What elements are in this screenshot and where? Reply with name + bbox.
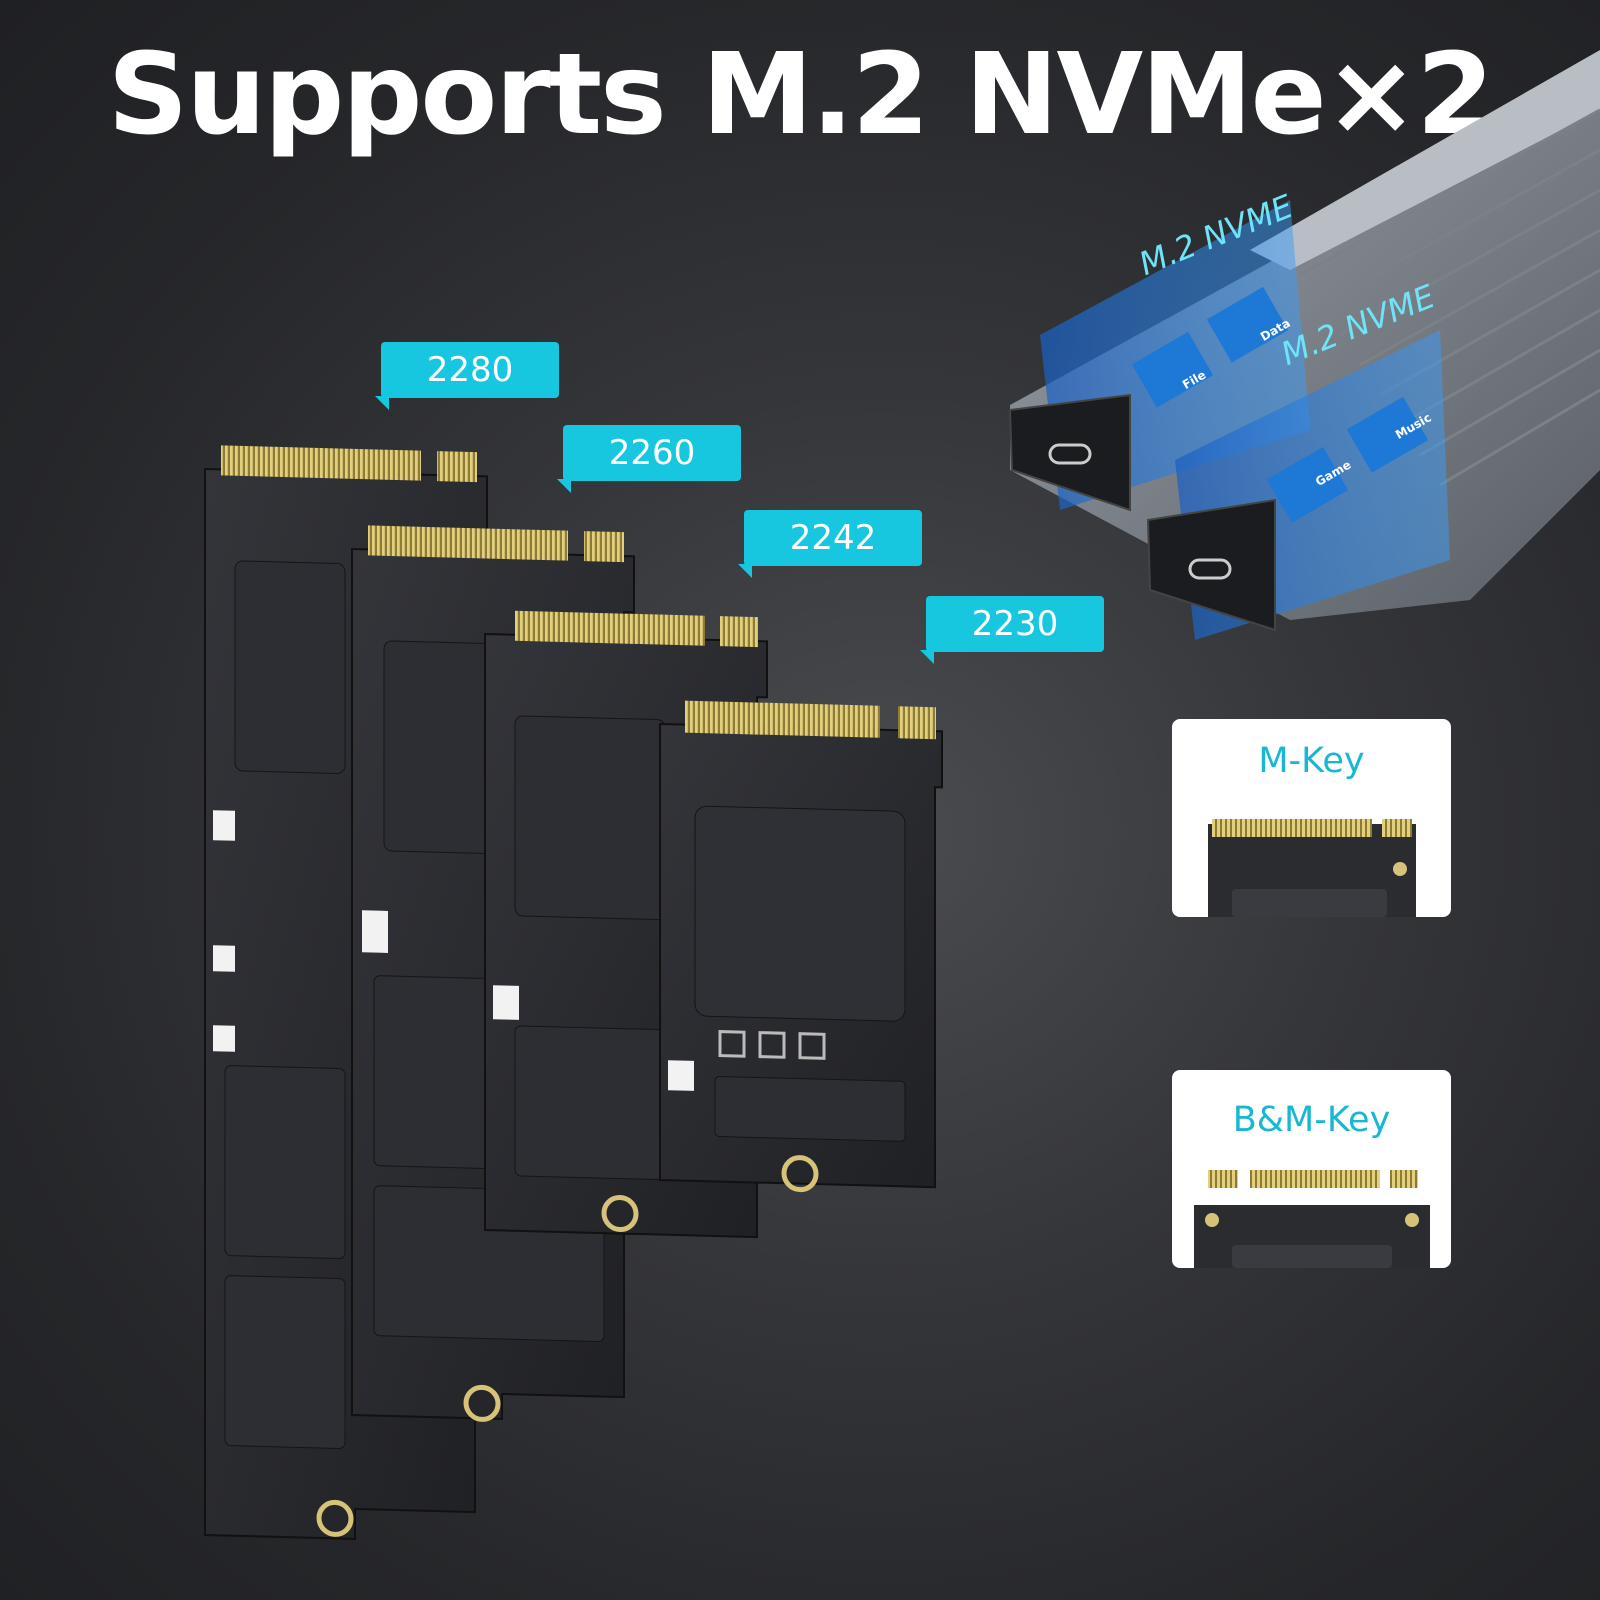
bm-key-card: B&M-Key [1172, 1070, 1451, 1268]
headline: Supports M.2 NVMe×2 [107, 30, 1495, 160]
nvme-enclosure [1008, 50, 1600, 640]
size-tag-2260: 2260 [557, 425, 741, 493]
size-tag-2230: 2230 [920, 596, 1104, 664]
size-tag-2242: 2242 [738, 510, 922, 578]
size-tag-2280: 2280 [375, 342, 559, 410]
m-key-label: M-Key [1258, 741, 1365, 781]
bm-key-label: B&M-Key [1232, 1100, 1391, 1140]
m-key-connector [1208, 819, 1416, 917]
bm-key-connector [1194, 1170, 1430, 1268]
m-key-card: M-Key [1172, 719, 1451, 917]
ssd-module-2230 [659, 700, 943, 1193]
